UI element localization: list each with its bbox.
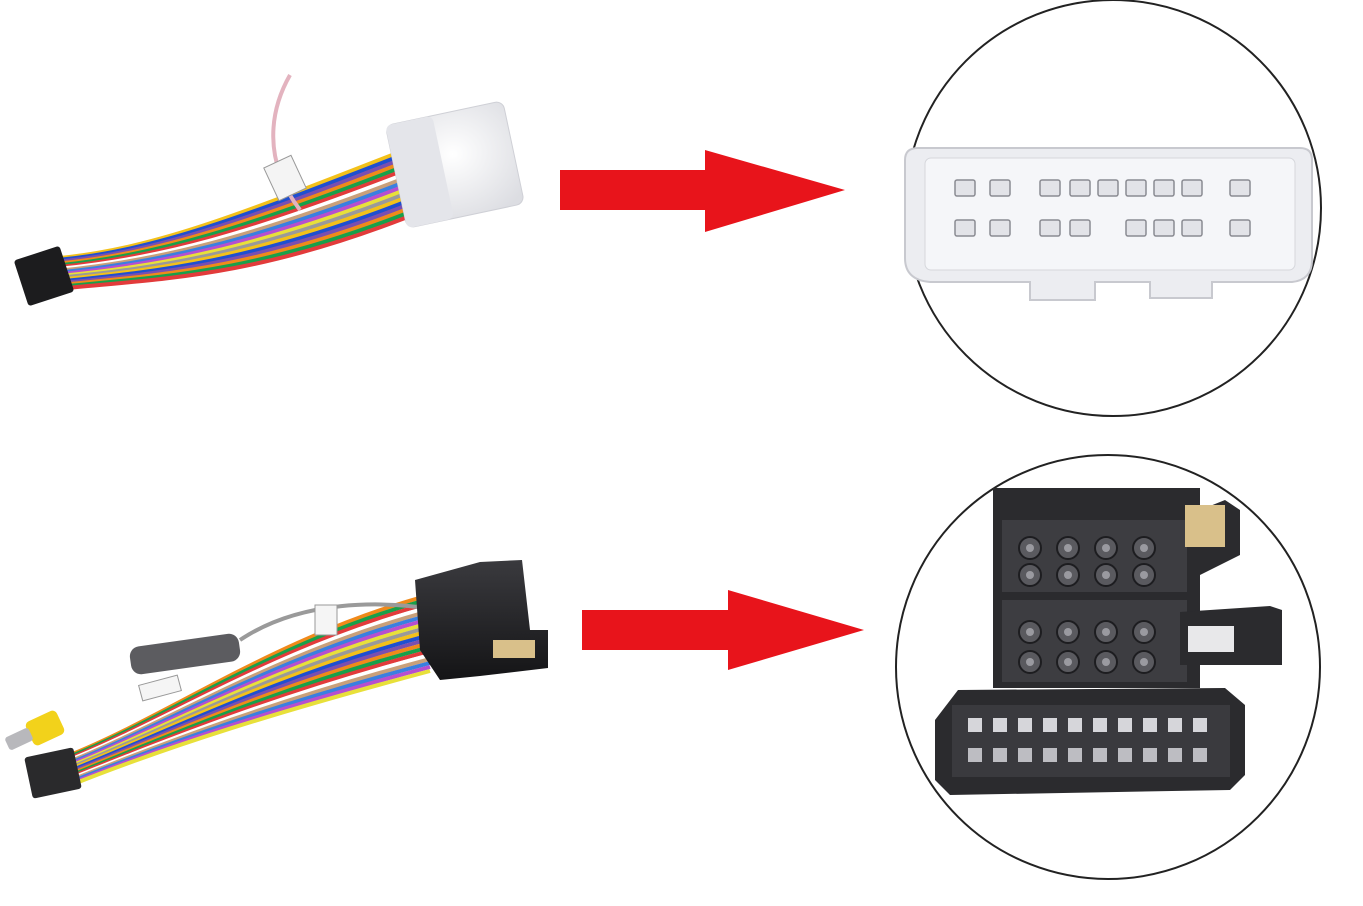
yellow-rca-plug [25, 710, 65, 746]
black-iso-connector-wiring-harness [5, 560, 548, 799]
wire [69, 669, 431, 788]
pin-terminal [1153, 179, 1175, 197]
black-tail-plug [14, 246, 74, 306]
wire-label-tag [137, 674, 183, 702]
white-connector-closeup [904, 0, 1322, 417]
pin-terminal [989, 219, 1011, 237]
red-arrow [582, 590, 864, 670]
red-arrow [560, 150, 845, 232]
pin-slot [1068, 718, 1082, 732]
pin-slot [1093, 748, 1107, 762]
pin-contact [1064, 628, 1072, 636]
pin-slot [993, 748, 1007, 762]
pin-contact [1102, 544, 1110, 552]
pin-slot [1018, 748, 1032, 762]
connector-cavity [924, 157, 1296, 271]
pin-slot [1168, 748, 1182, 762]
pin-contact [1102, 571, 1110, 579]
pin-slot [1093, 718, 1107, 732]
pin-slot [1193, 748, 1207, 762]
pin-contact [1026, 658, 1034, 666]
pin-terminal [1125, 219, 1147, 237]
pin-terminal [1097, 179, 1119, 197]
pin-slot [968, 718, 982, 732]
pin-terminal [1181, 179, 1203, 197]
inline-module [129, 633, 241, 675]
lower-cavity [952, 705, 1230, 777]
pin-slot [1118, 748, 1132, 762]
pin-contact [1064, 544, 1072, 552]
black-iso-connector-closeup [895, 454, 1321, 880]
rca-tip [5, 728, 33, 750]
black-tail-plug [24, 747, 82, 799]
clip-gap [1188, 626, 1234, 652]
pin-terminal [1181, 219, 1203, 237]
pin-terminal [1039, 179, 1061, 197]
wire [59, 216, 406, 291]
iso-connector-pins [968, 536, 1207, 762]
pin-contact [1026, 544, 1034, 552]
harness-wires [69, 593, 431, 788]
pin-slot [1068, 748, 1082, 762]
pin-slot [1168, 718, 1182, 732]
pin-terminal [1229, 179, 1251, 197]
pin-contact [1026, 571, 1034, 579]
pin-slot [1143, 748, 1157, 762]
pin-contact [1026, 628, 1034, 636]
latch-tab [1185, 505, 1225, 547]
white-connector-pins [954, 179, 1251, 237]
wire-label-tag [263, 154, 307, 202]
harness-wires [59, 148, 406, 291]
pin-slot [1143, 718, 1157, 732]
pin-contact [1102, 658, 1110, 666]
pin-terminal [954, 219, 976, 237]
pin-slot [1118, 718, 1132, 732]
pin-terminal [989, 179, 1011, 197]
white-plug [386, 101, 524, 228]
pin-contact [1140, 658, 1148, 666]
pin-contact [1140, 628, 1148, 636]
pin-contact [1064, 658, 1072, 666]
wire-label-tag [314, 604, 338, 636]
pin-slot [968, 748, 982, 762]
pin-terminal [1153, 219, 1175, 237]
pin-contact [1102, 628, 1110, 636]
pin-terminal [1069, 179, 1091, 197]
pin-slot [1043, 748, 1057, 762]
plug-latch [493, 640, 535, 658]
white-connector-wiring-harness [14, 74, 524, 306]
pin-contact [1140, 544, 1148, 552]
pin-terminal [954, 179, 976, 197]
pin-slot [1043, 718, 1057, 732]
pin-contact [1140, 571, 1148, 579]
pin-slot [1193, 718, 1207, 732]
pin-terminal [1125, 179, 1147, 197]
black-iso-plug [415, 560, 548, 680]
pin-terminal [1069, 219, 1091, 237]
pin-slot [1018, 718, 1032, 732]
pin-terminal [1229, 219, 1251, 237]
pin-slot [993, 718, 1007, 732]
pin-contact [1064, 571, 1072, 579]
pin-terminal [1039, 219, 1061, 237]
